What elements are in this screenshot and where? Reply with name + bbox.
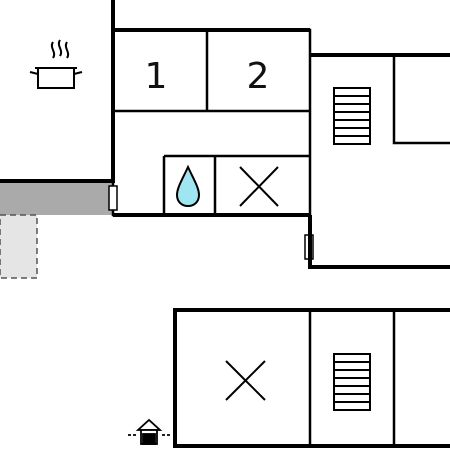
door-marker-left: [108, 185, 118, 211]
room-label-2: 2: [247, 56, 270, 97]
central-block-outline: [111, 28, 312, 217]
storage-x-icon: [239, 166, 279, 207]
lower-wing-dividers: [308, 310, 396, 446]
stairs-icon: [333, 87, 371, 145]
terrace-light-area: [0, 214, 38, 279]
kitchen-walls: [0, 0, 115, 183]
right-wing-walls: [308, 53, 450, 269]
right-wing-inner-room: [392, 55, 450, 145]
kitchen-pot-icon: [29, 39, 83, 89]
water-drop-icon: [175, 164, 201, 208]
storage-x-icon: [225, 360, 266, 401]
terrace-dark-area: [0, 181, 113, 215]
stairs-icon: [333, 353, 371, 411]
lower-wing-walls: [173, 308, 450, 448]
entrance-icon: [128, 418, 172, 445]
room-label-1: 1: [145, 56, 168, 97]
